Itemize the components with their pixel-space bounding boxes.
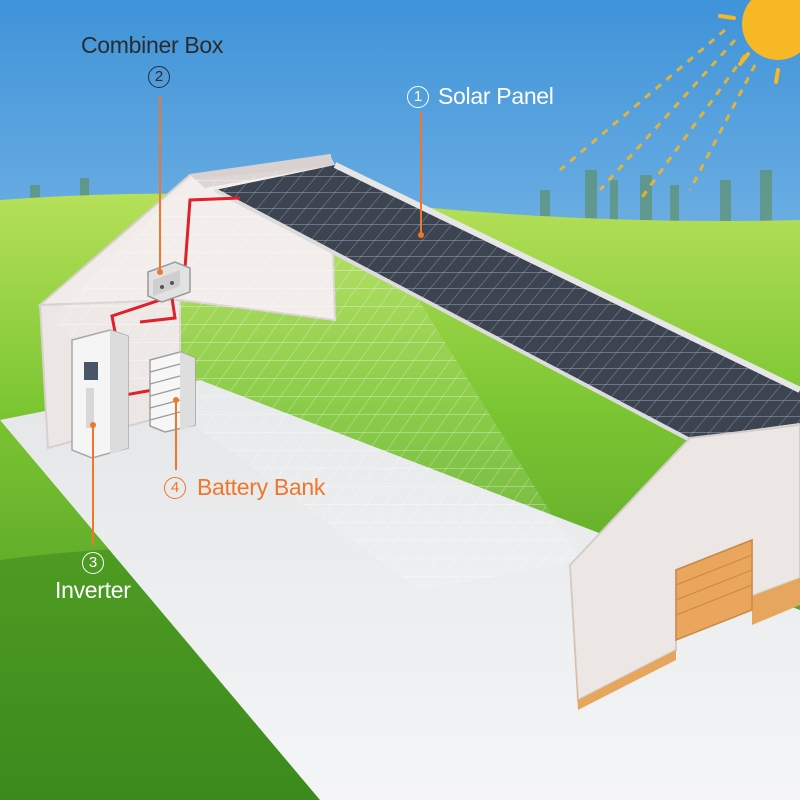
inverter-number: 3 (82, 552, 104, 574)
combiner-box-text: Combiner Box (81, 32, 224, 58)
sun-icon (559, 0, 800, 201)
power-cable (110, 196, 241, 397)
battery-rack (149, 351, 196, 433)
battery-bank-number: 4 (164, 477, 186, 499)
garage-door (675, 538, 753, 642)
inverter-text: Inverter (55, 577, 131, 603)
solar-panel-array (215, 165, 800, 440)
solar-panel-text: Solar Panel (438, 83, 554, 109)
inverter-cabinet (71, 329, 129, 459)
leader-lines (92, 96, 422, 545)
combiner-box-number: 2 (148, 66, 170, 88)
battery-bank-text: Battery Bank (197, 474, 326, 500)
solar-panel-number: 1 (407, 86, 429, 108)
